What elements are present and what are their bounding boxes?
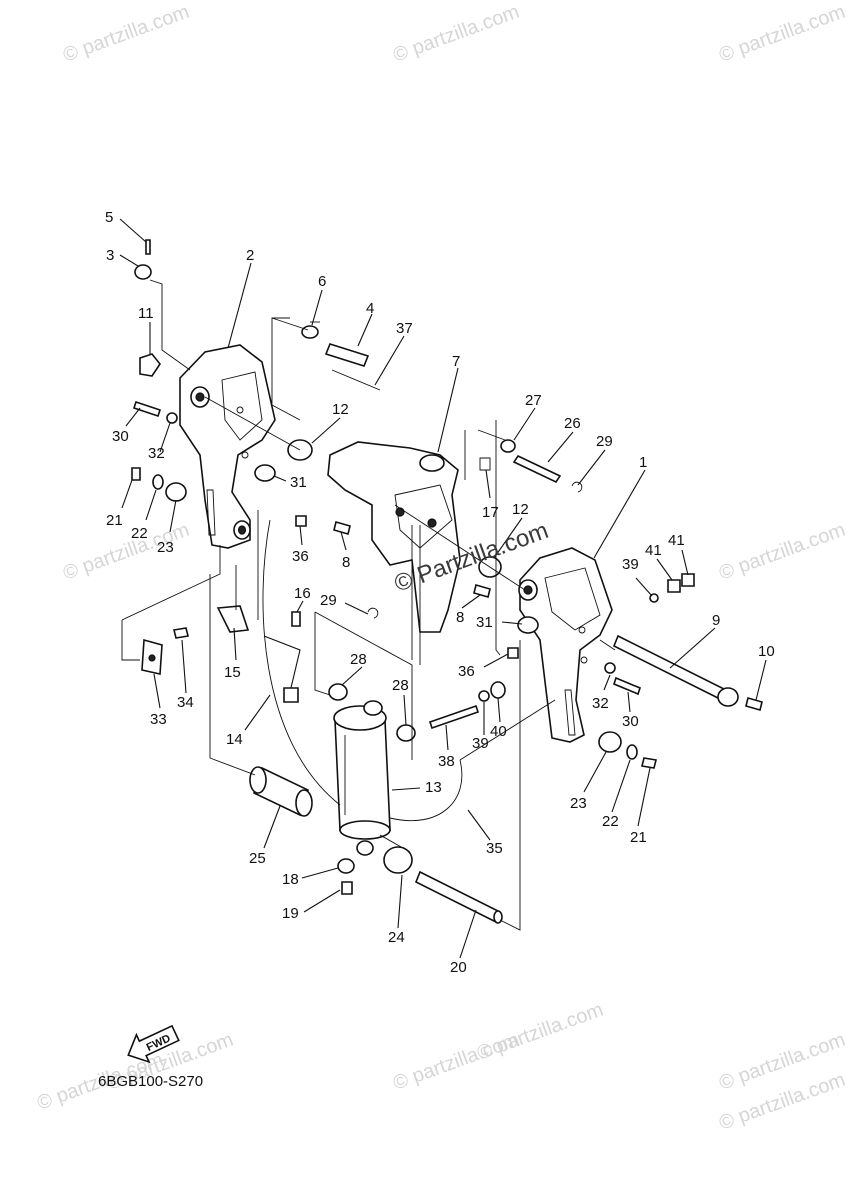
callout-32: 32: [148, 445, 165, 462]
callout-12b: 12: [512, 501, 529, 518]
swivel-bracket: [327, 441, 461, 633]
callout-10: 10: [758, 643, 775, 660]
callout-29b: 29: [320, 592, 337, 609]
callout-39: 39: [622, 556, 639, 573]
callout-31: 31: [290, 474, 307, 491]
callout-23: 23: [157, 539, 174, 556]
callout-11: 11: [138, 305, 154, 322]
callout-32b: 32: [592, 695, 609, 712]
callout-41: 41: [645, 542, 662, 559]
callout-7: 7: [452, 353, 460, 370]
callout-labels: 5 3 2 6 4 37 11 7 12 27 26 29 30 32 31 1…: [105, 209, 775, 976]
diagram-code: 6BGB100-S270: [98, 1073, 203, 1090]
right-clamp-bracket: [518, 547, 613, 743]
callout-18: 18: [282, 871, 299, 888]
callout-35: 35: [486, 840, 503, 857]
callout-17: 17: [482, 504, 499, 521]
callout-8b: 8: [456, 609, 464, 626]
pipe-20: [414, 870, 503, 924]
callout-26: 26: [564, 415, 581, 432]
callout-41b: 41: [668, 532, 685, 549]
callout-16: 16: [294, 585, 311, 602]
callout-19: 19: [282, 905, 299, 922]
callout-25: 25: [249, 850, 266, 867]
watermark: © partzilla.com: [390, 1, 522, 67]
callout-2: 2: [246, 247, 254, 264]
callout-3: 3: [106, 247, 114, 264]
callout-21: 21: [106, 512, 123, 529]
callout-9: 9: [712, 612, 720, 629]
left-clamp-bracket: [179, 344, 276, 549]
callout-40: 40: [490, 723, 507, 740]
callout-23b: 23: [570, 795, 587, 812]
watermark: © partzilla.com: [716, 519, 848, 585]
callout-20: 20: [450, 959, 467, 976]
callout-12: 12: [332, 401, 349, 418]
callout-36b: 36: [458, 663, 475, 680]
callout-15: 15: [224, 664, 241, 681]
tilt-cylinder: [333, 700, 391, 856]
callout-39b: 39: [472, 735, 489, 752]
tilt-shaft: [612, 634, 739, 707]
callout-5: 5: [105, 209, 113, 226]
callout-8: 8: [342, 554, 350, 571]
bushing-25: [249, 766, 313, 817]
assembly-lines: [121, 279, 616, 931]
callout-1: 1: [639, 454, 647, 471]
callout-37: 37: [396, 320, 413, 337]
callout-33: 33: [150, 711, 167, 728]
callout-34: 34: [177, 694, 194, 711]
callout-13: 13: [425, 779, 442, 796]
watermark: © partzilla.com: [474, 999, 606, 1065]
fwd-arrow-icon: FWD: [127, 1024, 180, 1064]
callout-22b: 22: [602, 813, 619, 830]
callout-36: 36: [292, 548, 309, 565]
callout-38: 38: [438, 753, 455, 770]
callout-28: 28: [350, 651, 367, 668]
callout-29: 29: [596, 433, 613, 450]
callout-14: 14: [226, 731, 243, 748]
callout-21b: 21: [630, 829, 647, 846]
callout-30b: 30: [622, 713, 639, 730]
callout-6: 6: [318, 273, 326, 290]
callout-30: 30: [112, 428, 129, 445]
callout-4: 4: [366, 300, 374, 317]
watermark: © partzilla.com: [716, 1, 848, 67]
callout-22: 22: [131, 525, 148, 542]
watermark: © partzilla.com: [60, 1, 192, 67]
callout-24: 24: [388, 929, 405, 946]
small-parts: [131, 239, 763, 895]
leader-lines: [119, 218, 767, 959]
callout-28b: 28: [392, 677, 409, 694]
callout-27: 27: [525, 392, 542, 409]
callout-31b: 31: [476, 614, 493, 631]
